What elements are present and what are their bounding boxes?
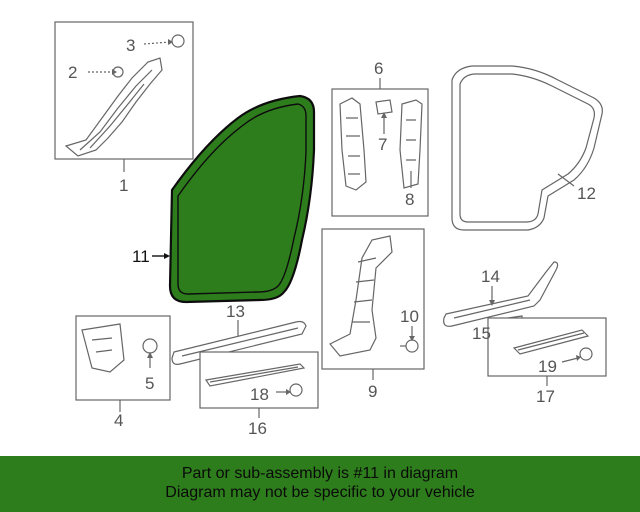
front-door-weatherstrip-11	[168, 94, 316, 304]
rear-scuff-plate-14	[443, 261, 559, 327]
clip-5	[142, 338, 158, 354]
door-sill-16	[204, 363, 306, 387]
pillar-trim-1	[64, 57, 163, 157]
clip-10	[405, 339, 419, 353]
callout-15: 15	[472, 324, 491, 343]
callout-12: 12	[577, 184, 596, 203]
clip-19	[579, 347, 593, 361]
retainer-7	[375, 99, 393, 115]
center-pillar-trim	[339, 97, 367, 191]
rear-door-weatherstrip	[451, 65, 603, 231]
banner-line-1: Part or sub-assembly is #11 in diagram	[181, 465, 459, 482]
callout-3: 3	[126, 36, 135, 55]
callout-9: 9	[368, 382, 377, 401]
callout-1: 1	[119, 176, 128, 195]
callout-8: 8	[405, 190, 414, 209]
callout-13: 13	[226, 302, 245, 321]
callout-6: 6	[374, 59, 383, 78]
callout-4: 4	[114, 411, 123, 430]
callout-2: 2	[68, 63, 77, 82]
bracket-4	[81, 323, 125, 373]
callout-16: 16	[248, 419, 267, 438]
callout-19: 19	[538, 357, 557, 376]
info-banner: Part or sub-assembly is #11 in diagram D…	[0, 456, 640, 512]
callout-18: 18	[250, 385, 269, 404]
pillar-trim-8	[399, 99, 423, 189]
callout-17: 17	[536, 387, 555, 406]
callout-5: 5	[145, 374, 154, 393]
parts-diagram: 1 2 3 4 5 6 7 8 9 10 11 12 13 14 15 16 1…	[54, 21, 607, 438]
callout-14: 14	[481, 267, 500, 286]
clip-3	[171, 34, 185, 48]
callout-7: 7	[378, 135, 387, 154]
callout-10: 10	[400, 307, 419, 326]
banner-line-2: Diagram may not be specific to your vehi…	[165, 484, 475, 501]
callout-11: 11	[132, 247, 150, 266]
clip-18	[289, 383, 303, 397]
lower-pillar-trim	[329, 235, 393, 357]
